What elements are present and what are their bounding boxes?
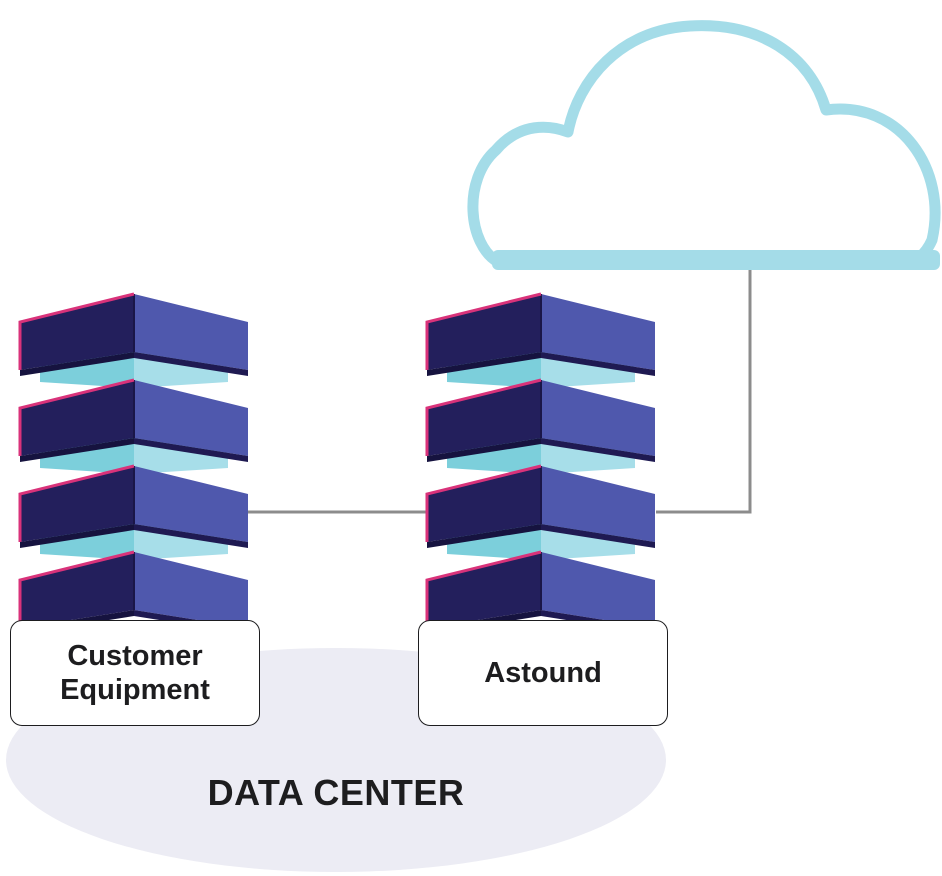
server-unit: [425, 378, 655, 462]
customer-equipment-box: Customer Equipment: [10, 620, 260, 726]
astound-box: Astound: [418, 620, 668, 726]
server-unit: [425, 464, 655, 548]
astound-label: Astound: [484, 657, 602, 689]
cloud-icon: [467, 20, 941, 270]
data-center-label: DATA CENTER: [207, 772, 465, 813]
connector-astound-cloud: [656, 270, 752, 514]
connector-lines: [248, 270, 752, 514]
server-unit: [425, 292, 655, 376]
server-unit: [18, 378, 248, 462]
server-unit: [18, 464, 248, 548]
server-rack-icon-customer: [18, 292, 248, 634]
server-rack-icon-astound: [425, 292, 655, 634]
server-unit: [18, 292, 248, 376]
customer-equipment-label: Customer Equipment: [60, 640, 210, 706]
